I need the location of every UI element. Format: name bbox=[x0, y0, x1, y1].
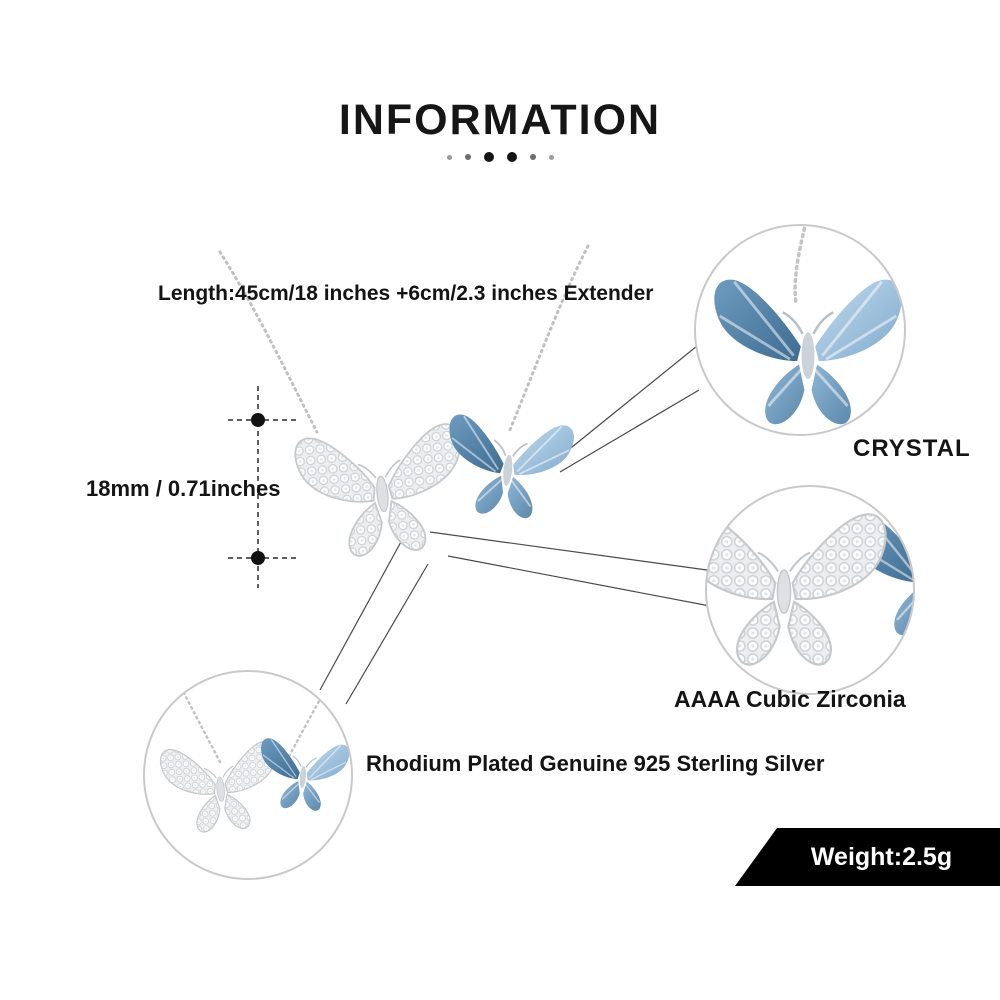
inset-circle-crystal bbox=[694, 224, 906, 436]
callout-lines bbox=[319, 345, 711, 705]
pave-butterfly bbox=[292, 421, 472, 563]
crystal-feature-label: CRYSTAL bbox=[853, 435, 971, 462]
dot-icon bbox=[506, 152, 517, 162]
length-annotation: Length:45cm/18 inches +6cm/2.3 inches Ex… bbox=[158, 282, 654, 305]
inset-circle-zirconia bbox=[705, 485, 915, 695]
size-annotation: 18mm / 0.71inches bbox=[86, 476, 281, 501]
weight-label: Weight:2.5g bbox=[810, 842, 953, 871]
inset-circle-pendant bbox=[143, 670, 353, 880]
dot-icon bbox=[548, 154, 554, 160]
silver-feature-label: Rhodium Plated Genuine 925 Sterling Silv… bbox=[366, 751, 825, 776]
weight-banner: Weight:2.5g bbox=[735, 828, 1000, 886]
zirconia-feature-label: AAAA Cubic Zirconia bbox=[674, 686, 906, 712]
dot-icon bbox=[529, 154, 536, 160]
dot-icon bbox=[483, 152, 494, 162]
dot-icon bbox=[464, 154, 471, 160]
necklace-chain bbox=[218, 244, 590, 434]
crystal-butterfly bbox=[439, 412, 577, 524]
dots-separator bbox=[0, 152, 1000, 162]
dot-icon bbox=[446, 154, 452, 160]
page-title: INFORMATION bbox=[338, 96, 662, 144]
measurement-indicator bbox=[228, 386, 298, 588]
